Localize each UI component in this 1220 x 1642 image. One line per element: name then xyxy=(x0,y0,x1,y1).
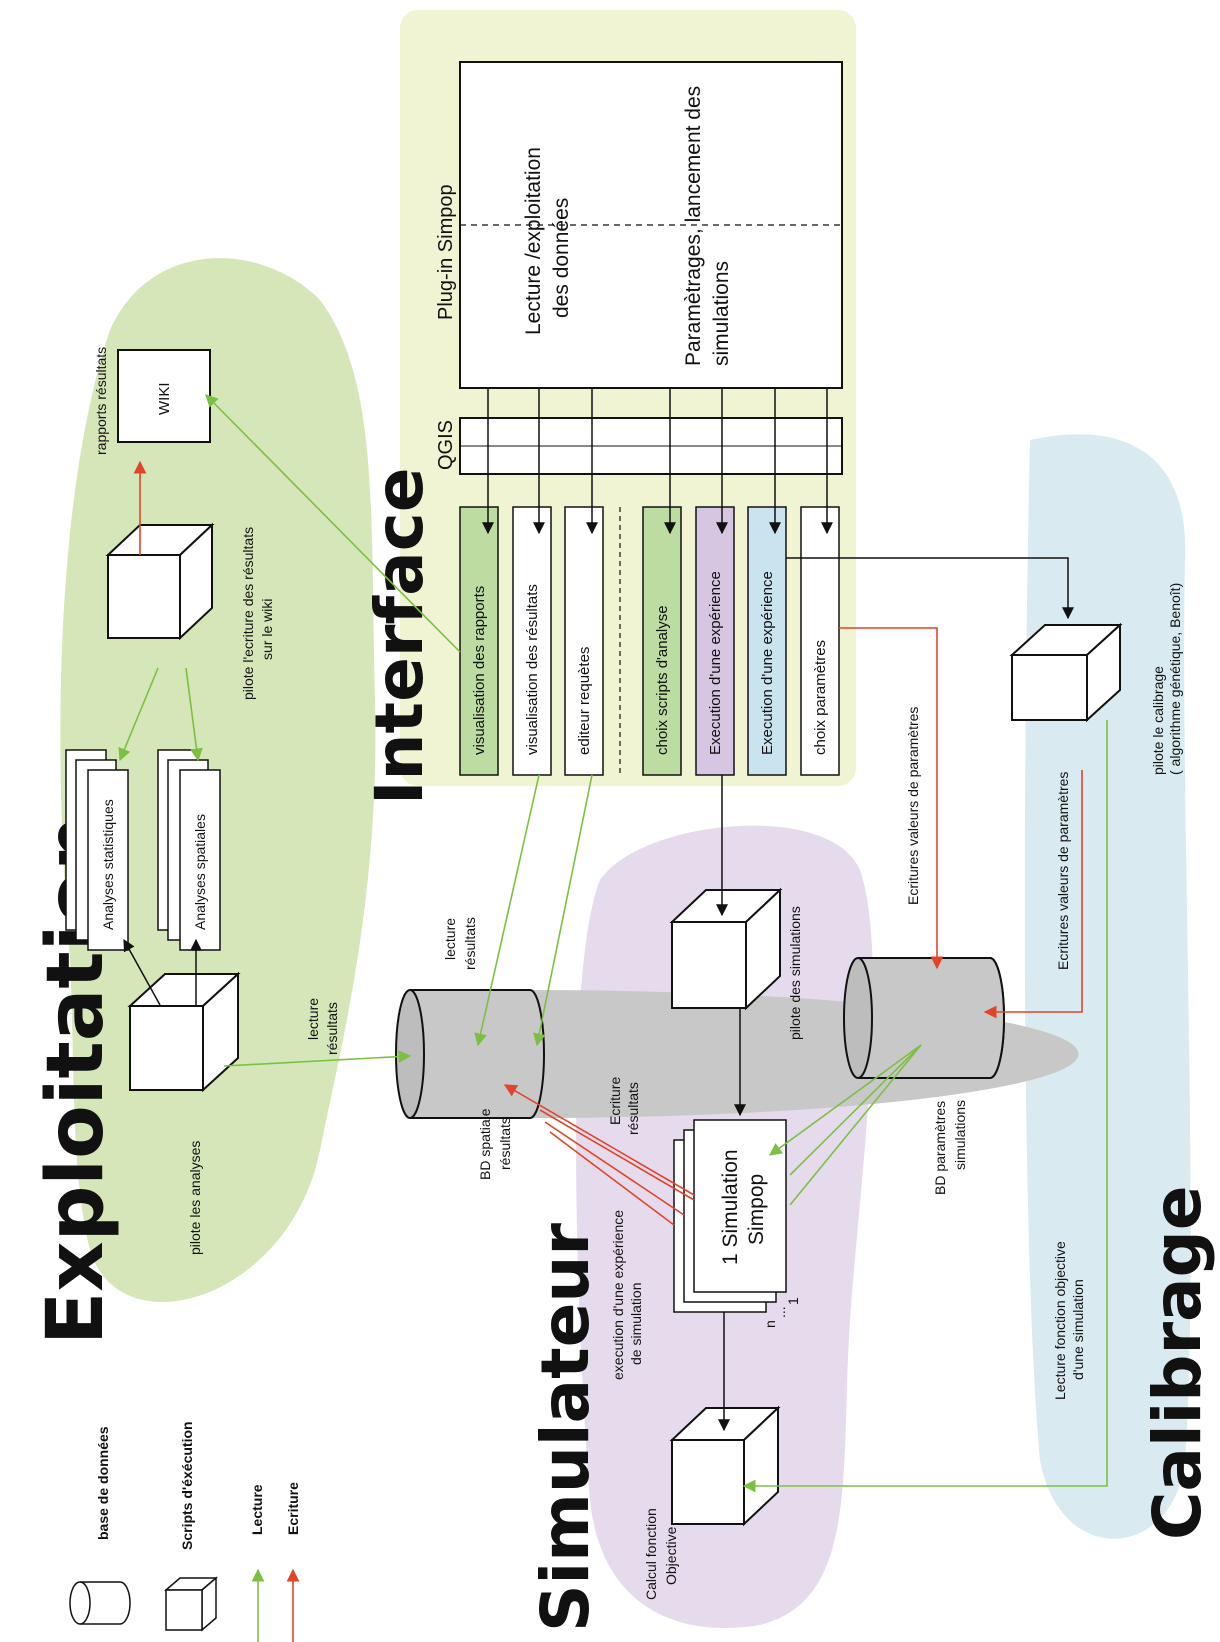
legend: base de données Scripts d'éxécution Lect… xyxy=(68,1421,301,1642)
lecture2-line2: résultats xyxy=(462,917,478,970)
legend-lecture-label: Lecture xyxy=(249,1484,265,1535)
wiki-pilot-cube xyxy=(105,522,215,641)
btn-visualisation-resultats[interactable] xyxy=(512,506,552,776)
plugin-bottom-line2: simulations xyxy=(710,261,733,366)
title-interface: Interface xyxy=(361,467,438,805)
ecritures1-label: Ecritures valeurs de paramètres xyxy=(905,707,921,905)
btn-choix-parametres-label: choix paramètres xyxy=(812,640,829,755)
lecture1-line1: lecture xyxy=(305,998,321,1040)
calcul-line2: Objective xyxy=(663,1526,679,1585)
wiki-box xyxy=(117,349,211,443)
legend-script-icon xyxy=(163,1576,219,1632)
n-label: n xyxy=(762,1320,778,1328)
ecriture-line1: Ecriture xyxy=(607,1077,623,1125)
calcul-line1: Calcul fonction xyxy=(643,1508,659,1600)
analyses-statistiques-stack xyxy=(65,749,129,951)
ecriture-line2: résultats xyxy=(625,1082,641,1135)
bd-spatiale-line2: résultats xyxy=(497,1117,513,1170)
btn-editeur-requetes[interactable] xyxy=(564,506,604,776)
pilote-wiki-line1: pilote l'ecriture des résultats xyxy=(240,527,256,700)
objective-cube xyxy=(669,1405,781,1527)
green-arrows xyxy=(118,394,1108,1493)
qgis-label: QGIS xyxy=(435,420,457,470)
execution-line2: de simulation xyxy=(628,1283,644,1366)
title-simulateur: Simulateur xyxy=(527,1223,604,1632)
btn-choix-parametres[interactable] xyxy=(800,506,840,776)
btn-execution-calibrage[interactable] xyxy=(747,506,787,776)
lecture-fonction-line1: Lecture fonction objective xyxy=(1052,1241,1068,1400)
simulation-pilot-cube xyxy=(669,887,783,1011)
legend-scripts-label: Scripts d'éxécution xyxy=(179,1421,195,1550)
interface-buttons: visualisation des rapports visualisation… xyxy=(459,506,840,776)
calibration-pilot-cube xyxy=(1009,622,1123,723)
bd-param-line1: BD paramètres xyxy=(932,1101,948,1195)
pilote-cal-line1: pilote le calibrage xyxy=(1150,666,1166,775)
pilote-analyses-label: pilote les analyses xyxy=(187,1141,203,1255)
red-arrows xyxy=(133,460,1083,1226)
analyses-spatiales-stack xyxy=(157,749,221,951)
bd-parametres-cylinder xyxy=(843,957,1005,1079)
ecritures2-label: Ecritures valeurs de paramètres xyxy=(1055,772,1071,970)
btn-execution-calibrage-label: Execution d'une expérience xyxy=(759,571,776,755)
simulation-line2: Simpop xyxy=(745,1174,768,1245)
btn-visualisation-rapports-label: visualisation des rapports xyxy=(471,586,488,755)
pilote-sim-label: pilote des simulations xyxy=(787,906,803,1040)
legend-db-label: base de données xyxy=(95,1426,111,1540)
btn-execution-simulateur[interactable] xyxy=(695,506,735,776)
btn-choix-scripts[interactable] xyxy=(642,506,682,776)
one-label: 1 xyxy=(785,1297,801,1305)
plugin-top-line2: des données xyxy=(550,198,573,318)
lecture-fonction-line2: d'une simulation xyxy=(1070,1279,1086,1380)
bd-param-line2: simulations xyxy=(952,1100,968,1170)
btn-visualisation-resultats-label: visualisation des résultats xyxy=(524,584,541,755)
lecture1-line2: résultats xyxy=(324,1002,340,1055)
bd-spatiale-line1: BD spatiale xyxy=(477,1108,493,1180)
lecture2-line1: lecture xyxy=(442,918,458,960)
analyses-pilot-cube xyxy=(127,971,241,1093)
execution-line1: execution d'une expérience xyxy=(610,1210,626,1380)
legend-db-icon xyxy=(68,1581,131,1625)
btn-choix-scripts-label: choix scripts d'analyse xyxy=(654,605,671,755)
pilote-wiki-line2: sur le wiki xyxy=(259,599,275,660)
wiki-label: WIKI xyxy=(156,383,173,416)
rapports-label: rapports résultats xyxy=(93,347,109,455)
plugin-bottom-line1: Paramètrages, lancement des xyxy=(682,86,705,366)
pilote-cal-line2: ( algorithme génétique, Benoît) xyxy=(1167,583,1183,775)
plugin-title: Plug-in Simpop xyxy=(435,184,457,320)
simulation-line1: 1 Simulation xyxy=(719,1149,742,1265)
black-arrows xyxy=(123,557,1074,1432)
plugin-arrows xyxy=(482,388,833,535)
btn-execution-simulateur-label: Execution d'une expérience xyxy=(707,571,724,755)
btn-editeur-requetes-label: editeur requètes xyxy=(576,647,593,755)
analyses-spat-label: Analyses spatiales xyxy=(192,814,208,930)
dots-label: ... xyxy=(772,1306,788,1318)
plugin-top-line1: Lecture /exploitation xyxy=(522,147,545,335)
title-calibrage: Calibrage xyxy=(1139,1185,1216,1540)
analyses-stat-label: Analyses statistiques xyxy=(100,799,116,930)
btn-visualisation-rapports[interactable] xyxy=(459,506,499,776)
legend-ecriture-label: Ecriture xyxy=(285,1482,301,1535)
